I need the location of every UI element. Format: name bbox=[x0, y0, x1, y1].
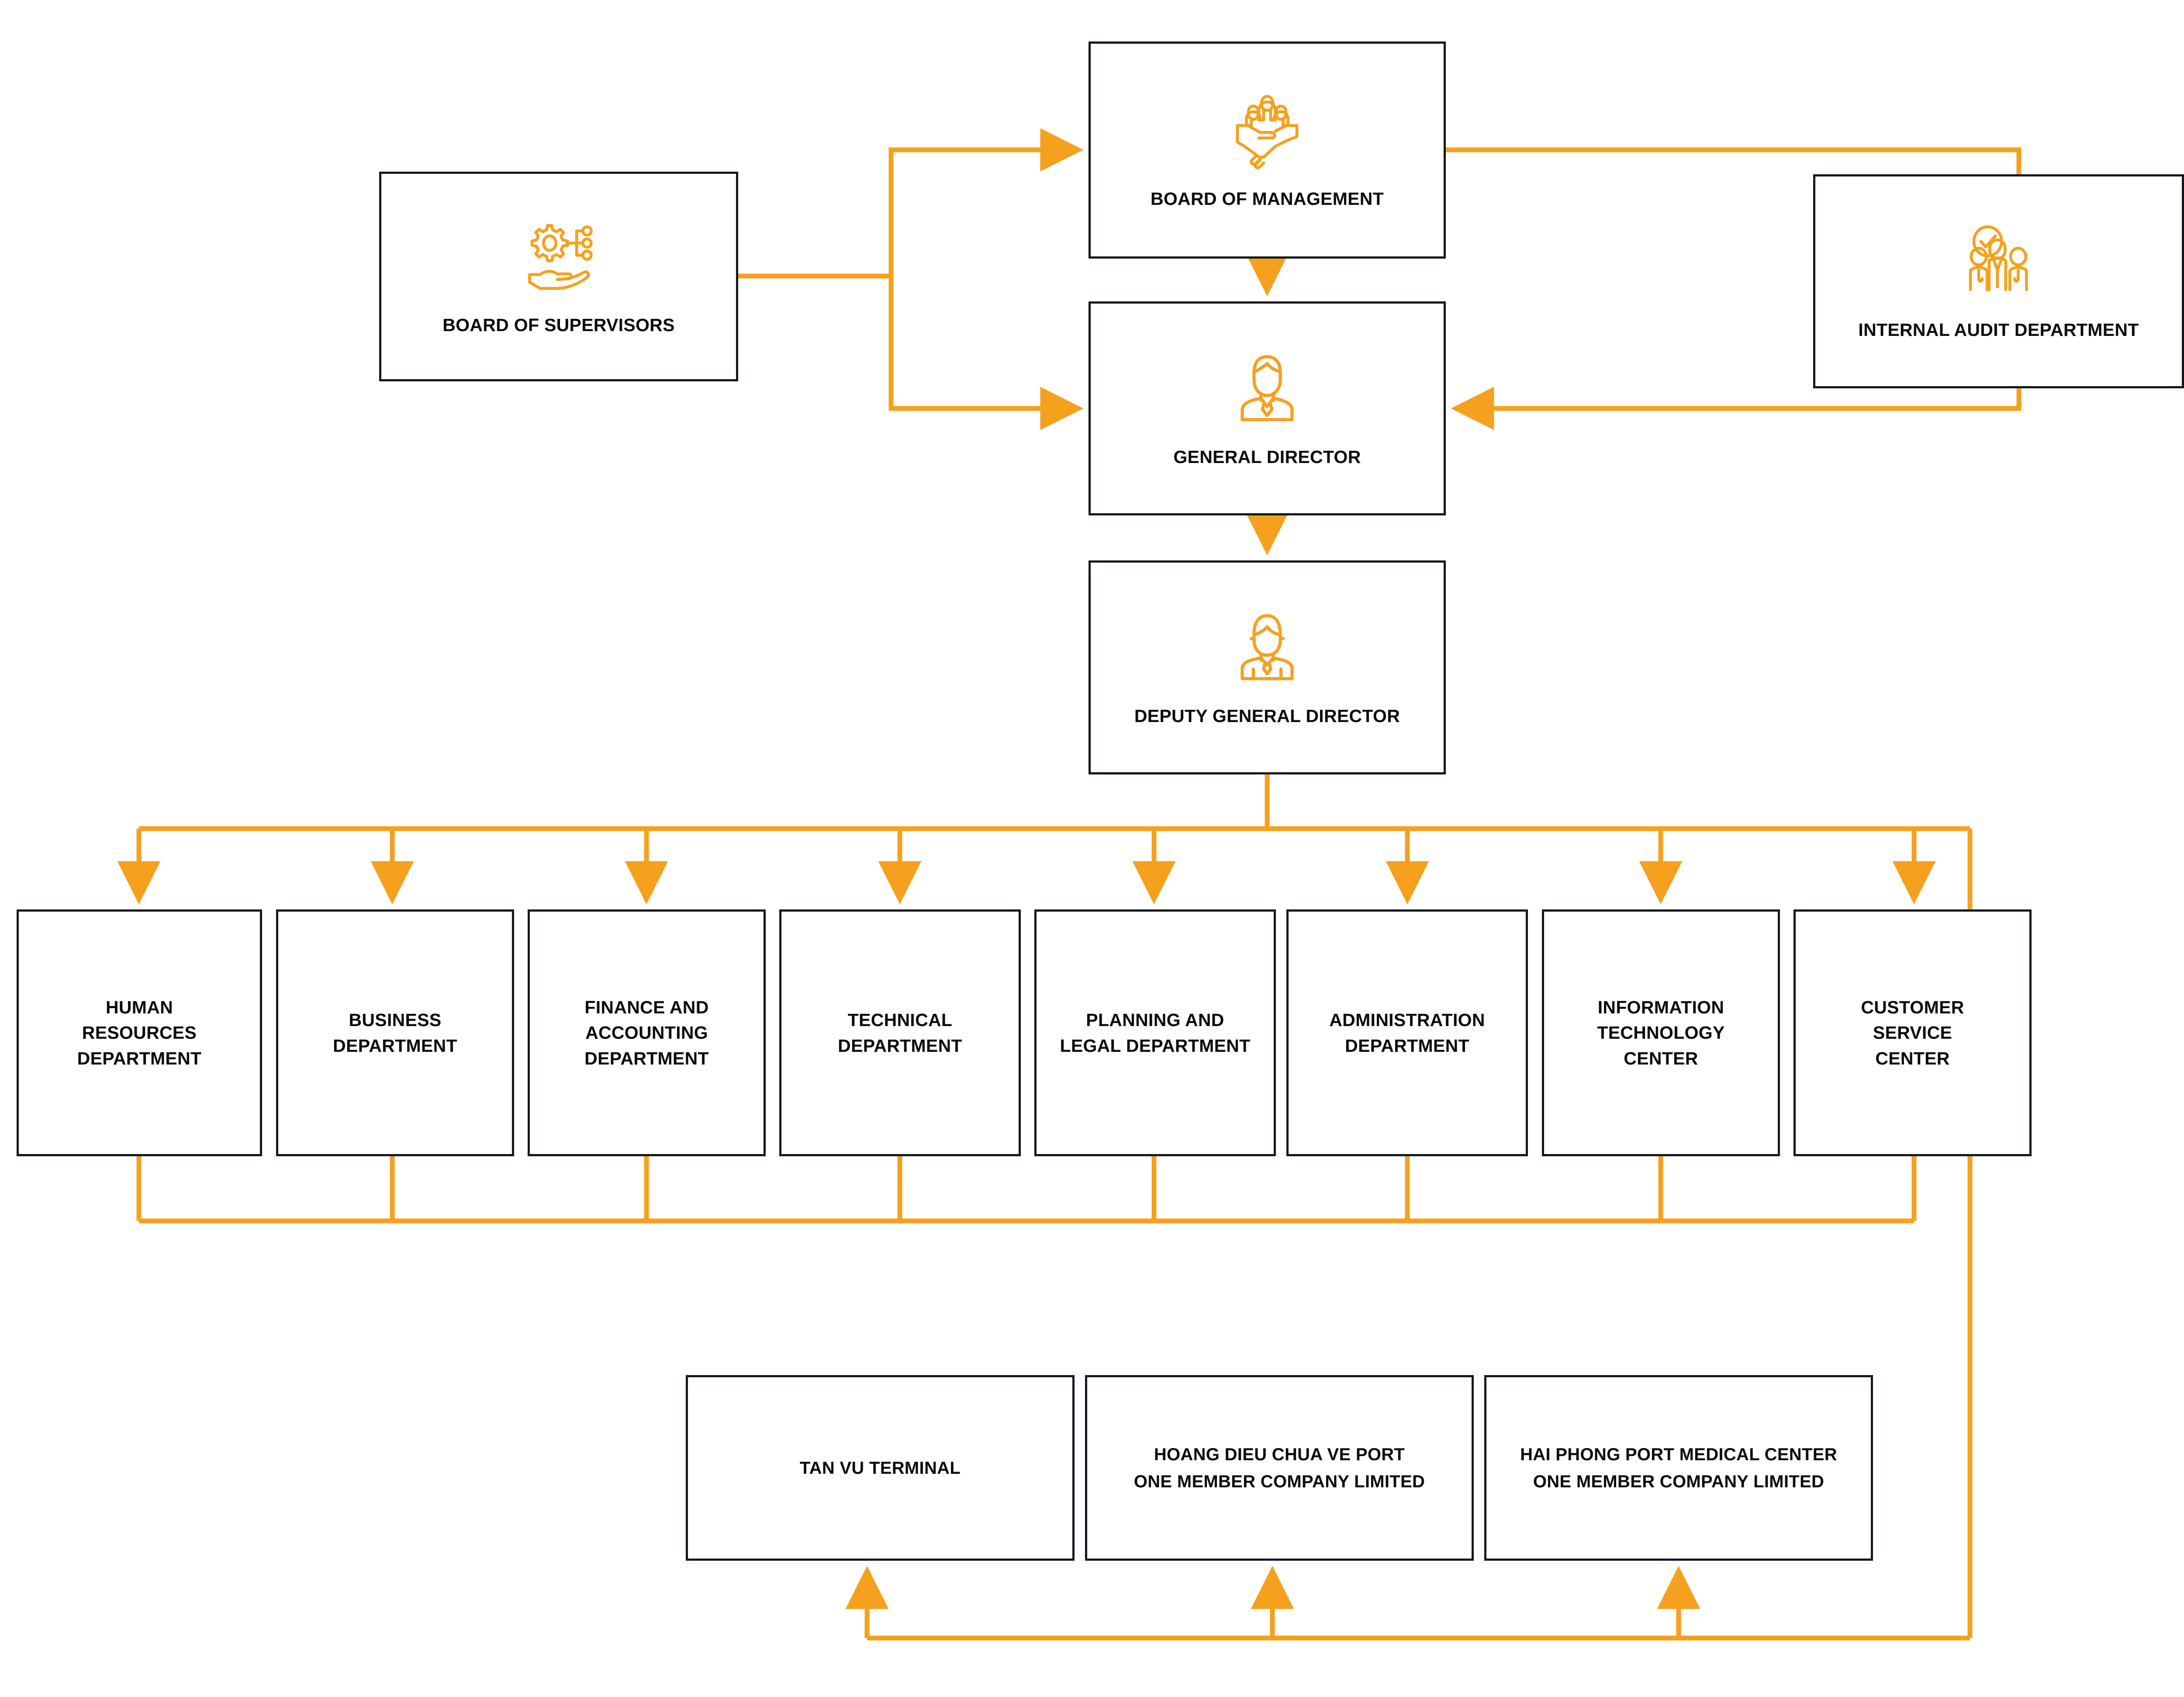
wire-supervisors-to-management bbox=[888, 128, 1084, 276]
department-label: HUMAN RESOURCES DEPARTMENT bbox=[77, 997, 202, 1068]
node-board-of-supervisors[interactable]: BOARD OF SUPERVISORS bbox=[379, 172, 738, 381]
node-internal-audit-department[interactable]: INTERNAL AUDIT DEPARTMENT bbox=[1813, 174, 2184, 388]
wire-supervisors-to-general-director bbox=[888, 276, 1084, 430]
node-label: BOARD OF MANAGEMENT bbox=[1150, 188, 1384, 209]
department-label: ADMINISTRATION DEPARTMENT bbox=[1329, 1010, 1485, 1056]
node-general-director[interactable]: GENERAL DIRECTOR bbox=[1089, 301, 1446, 515]
node-label: DEPUTY GENERAL DIRECTOR bbox=[1134, 706, 1400, 726]
department-label: CUSTOMER SERVICE CENTER bbox=[1861, 997, 1964, 1068]
department-label: INFORMATION TECHNOLOGY CENTER bbox=[1597, 997, 1725, 1068]
node-subsidiary-hoang-dieu-chua-ve-port[interactable]: HOANG DIEU CHUA VE PORT ONE MEMBER COMPA… bbox=[1085, 1375, 1474, 1561]
node-label: INTERNAL AUDIT DEPARTMENT bbox=[1858, 320, 2139, 340]
subsidiary-label: HOANG DIEU CHUA VE PORT ONE MEMBER COMPA… bbox=[1133, 1445, 1425, 1491]
node-subsidiary-hai-phong-port-medical-center[interactable]: HAI PHONG PORT MEDICAL CENTER ONE MEMBER… bbox=[1484, 1375, 1873, 1561]
subsidiary-label: HAI PHONG PORT MEDICAL CENTER ONE MEMBER… bbox=[1520, 1445, 1837, 1491]
hand-holding-gear-network-icon bbox=[517, 216, 600, 299]
node-department-finance-and-accounting[interactable]: FINANCE AND ACCOUNTING DEPARTMENT bbox=[528, 909, 766, 1156]
people-group-check-badge-icon bbox=[1957, 221, 2040, 304]
node-department-technical[interactable]: TECHNICAL DEPARTMENT bbox=[779, 909, 1021, 1156]
node-deputy-general-director[interactable]: DEPUTY GENERAL DIRECTOR bbox=[1089, 560, 1446, 774]
node-department-human-resources[interactable]: HUMAN RESOURCES DEPARTMENT bbox=[17, 909, 262, 1156]
department-label: FINANCE AND ACCOUNTING DEPARTMENT bbox=[584, 997, 709, 1068]
node-department-planning-and-legal[interactable]: PLANNING AND LEGAL DEPARTMENT bbox=[1034, 909, 1276, 1156]
department-label: BUSINESS DEPARTMENT bbox=[333, 1010, 457, 1056]
node-department-administration[interactable]: ADMINISTRATION DEPARTMENT bbox=[1286, 909, 1528, 1156]
node-department-customer-service-center[interactable]: CUSTOMER SERVICE CENTER bbox=[1794, 909, 2032, 1156]
businessman-shirt-tie-icon bbox=[1226, 607, 1309, 690]
subsidiary-label: TAN VU TERMINAL bbox=[799, 1458, 961, 1478]
department-label: TECHNICAL DEPARTMENT bbox=[838, 1010, 962, 1056]
node-board-of-management[interactable]: BOARD OF MANAGEMENT bbox=[1089, 41, 1446, 259]
node-label: BOARD OF SUPERVISORS bbox=[442, 315, 675, 335]
department-label: PLANNING AND LEGAL DEPARTMENT bbox=[1060, 1010, 1251, 1056]
businessman-suit-tie-icon bbox=[1226, 348, 1309, 431]
node-department-information-technology-center[interactable]: INFORMATION TECHNOLOGY CENTER bbox=[1542, 909, 1780, 1156]
node-department-business[interactable]: BUSINESS DEPARTMENT bbox=[276, 909, 514, 1156]
node-subsidiary-tan-vu-terminal[interactable]: TAN VU TERMINAL bbox=[686, 1375, 1075, 1561]
handshake-people-gear-icon bbox=[1226, 90, 1309, 173]
node-label: GENERAL DIRECTOR bbox=[1173, 447, 1361, 467]
